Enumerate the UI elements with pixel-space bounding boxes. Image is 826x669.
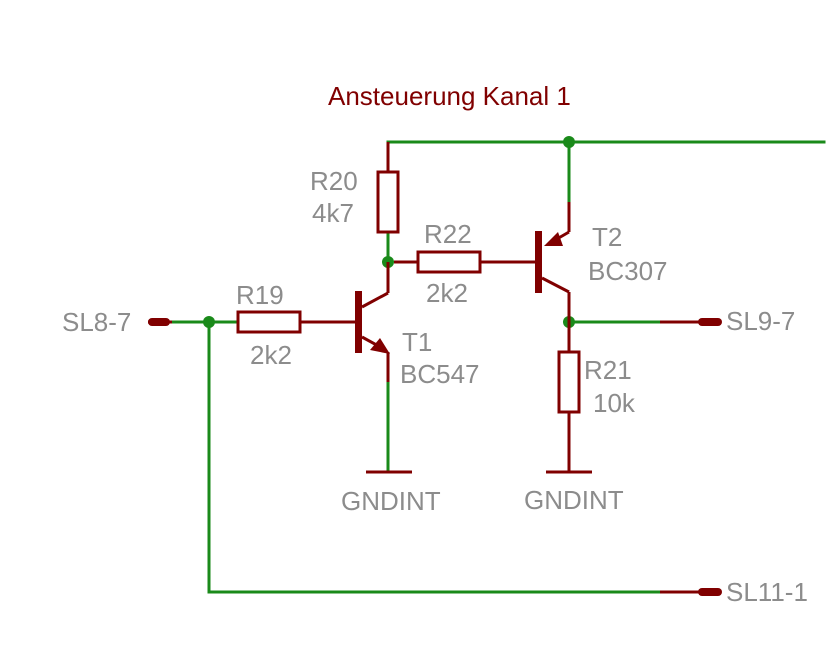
- resistor-name: R22: [424, 219, 472, 249]
- npn-transistor-icon: [355, 291, 362, 353]
- resistor-value: 2k2: [426, 278, 468, 308]
- wires: [170, 140, 826, 594]
- resistor-r20: R20 4k7: [310, 142, 400, 234]
- junction-dot: [203, 316, 215, 328]
- connector-pin-icon: [148, 318, 170, 326]
- connector-pin-icon: [698, 318, 722, 326]
- resistor-r19: R19 2k2: [236, 280, 358, 370]
- transistor-t2: T2 BC307: [535, 202, 668, 322]
- connector-sl9: SL9-7: [660, 306, 795, 336]
- resistor-name: R19: [236, 280, 284, 310]
- connector-label: SL11-1: [726, 577, 808, 607]
- emitter-arrow-icon: [370, 338, 390, 354]
- resistor-value: 2k2: [250, 340, 292, 370]
- transistor-collector-lead: [361, 291, 389, 309]
- emitter-arrow-icon: [544, 232, 563, 246]
- transistor-name: T2: [592, 222, 622, 252]
- transistor-name: T1: [402, 327, 432, 357]
- resistor-body-icon: [376, 170, 400, 234]
- schematic-title: Ansteuerung Kanal 1: [328, 81, 571, 111]
- junction-dot: [563, 136, 575, 148]
- resistor-value: 10k: [593, 388, 636, 418]
- transistor-type: BC307: [588, 256, 668, 286]
- ground-2: GNDINT: [524, 470, 624, 515]
- ground-label: GNDINT: [524, 485, 624, 515]
- ground-label: GNDINT: [341, 486, 441, 516]
- resistor-r21: R21 10k: [557, 322, 636, 472]
- resistor-body-icon: [416, 250, 482, 274]
- connector-label: SL9-7: [726, 306, 795, 336]
- connector-sl8: SL8-7: [62, 307, 172, 337]
- resistor-body-icon: [236, 310, 302, 334]
- resistor-r22: R22 2k2: [394, 219, 538, 308]
- transistor-type: BC547: [400, 359, 480, 389]
- connector-sl11: SL11-1: [660, 577, 808, 607]
- transistor-t1: T1 BC547: [355, 262, 480, 389]
- resistor-body-icon: [557, 350, 581, 414]
- ground-1: GNDINT: [341, 470, 441, 516]
- connector-pin-icon: [698, 588, 722, 596]
- transistor-collector-lead: [541, 276, 570, 294]
- pnp-transistor-icon: [535, 231, 542, 293]
- connector-label: SL8-7: [62, 307, 131, 337]
- resistor-name: R20: [310, 166, 358, 196]
- resistor-value: 4k7: [312, 198, 354, 228]
- resistor-name: R21: [584, 355, 632, 385]
